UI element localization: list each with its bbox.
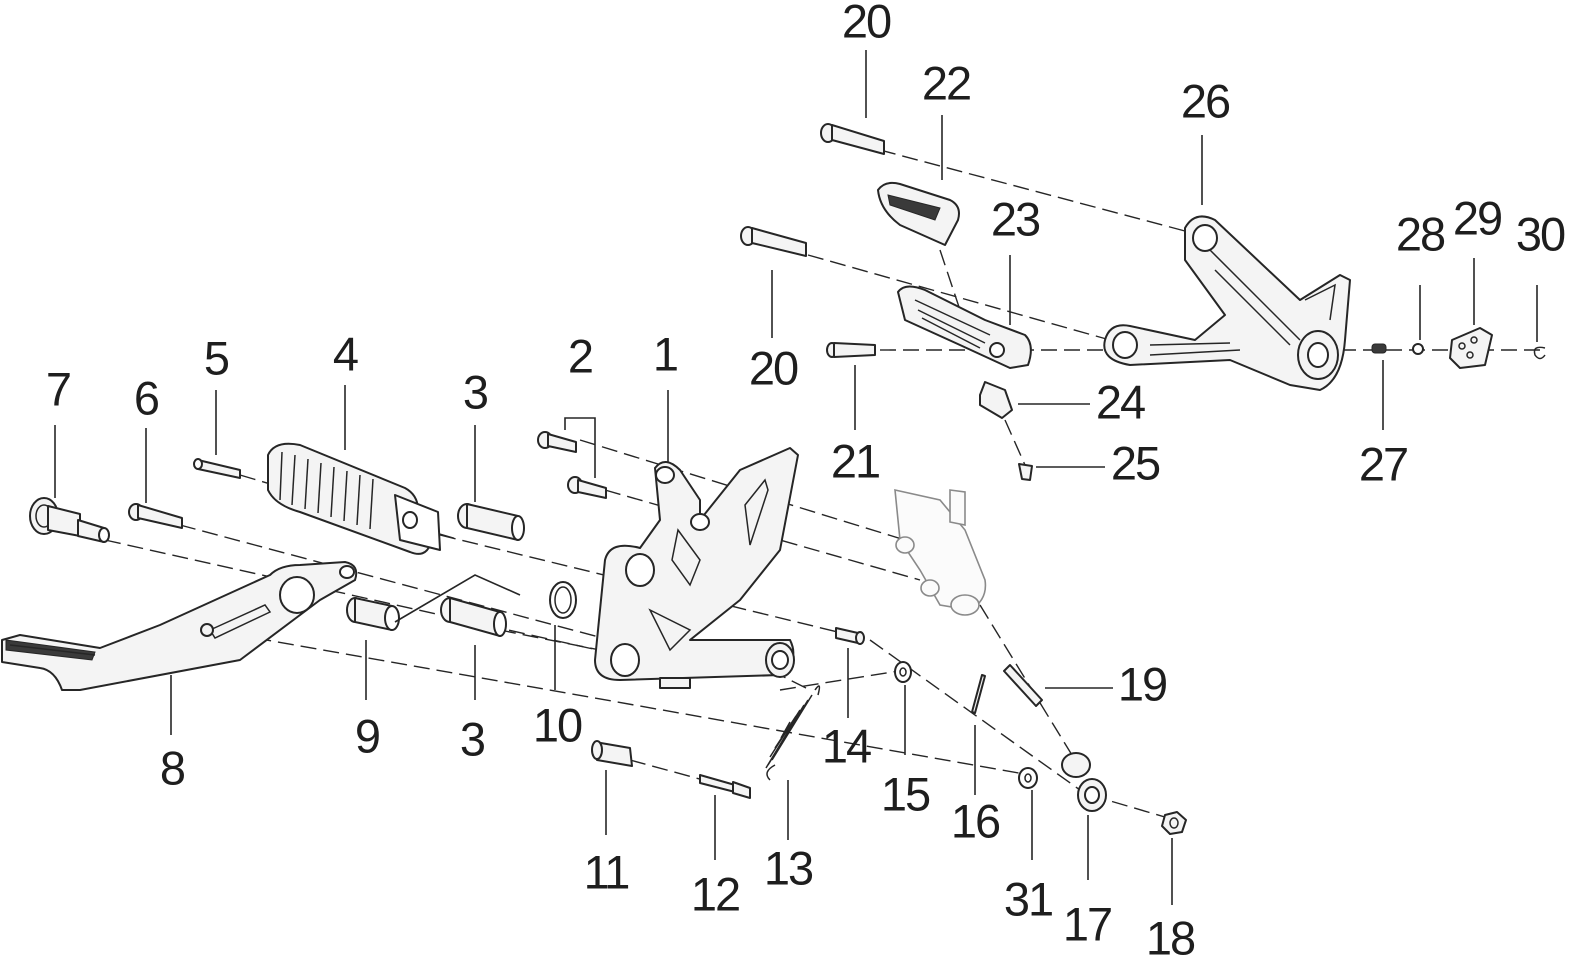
callout-11: 11 (584, 845, 629, 898)
part-6-bolt (128, 503, 183, 529)
part-24-block (979, 381, 1013, 419)
part-16-cotter-pin (971, 674, 986, 714)
part-23-pillion-peg (897, 285, 1032, 369)
callout-13: 13 (764, 841, 813, 894)
part-15-washer (894, 661, 912, 683)
callout-3-lower: 3 (460, 712, 485, 765)
callout-9: 9 (355, 709, 379, 762)
callout-22: 22 (922, 56, 970, 109)
callout-30: 30 (1516, 207, 1565, 260)
callout-6: 6 (134, 371, 159, 424)
part-5-pin (193, 458, 241, 479)
callout-8: 8 (160, 741, 185, 794)
callout-12: 12 (691, 867, 739, 920)
part-8-lever (1, 561, 358, 691)
part-13-spring (765, 685, 821, 781)
callout-27: 27 (1359, 437, 1407, 490)
callout-23: 23 (991, 192, 1040, 245)
part-4-footpeg (267, 442, 441, 555)
part-7-bushing (29, 497, 110, 543)
assembly-axes (104, 149, 1545, 821)
callout-19: 19 (1118, 657, 1166, 710)
callout-14: 14 (822, 719, 871, 772)
part-29-plate (1449, 327, 1493, 369)
part-22-grip-pad (877, 181, 960, 246)
part-28-ball (1412, 343, 1424, 355)
part-3-spacer-lower (440, 597, 507, 637)
callout-5: 5 (204, 331, 229, 384)
master-cylinder-ghost (894, 488, 987, 616)
callout-1: 1 (653, 327, 677, 380)
part-21-pin (826, 342, 876, 358)
callout-25: 25 (1111, 436, 1160, 489)
part-27-spring (1371, 343, 1387, 354)
callout-10: 10 (533, 698, 582, 751)
callout-18: 18 (1146, 911, 1195, 964)
callout-15: 15 (881, 767, 930, 820)
part-20-bolt-mid (740, 226, 807, 257)
callout-16: 16 (951, 794, 1000, 847)
part-17-rod-end (1061, 752, 1107, 812)
callout-20-top: 20 (842, 0, 891, 47)
callout-26: 26 (1181, 74, 1230, 127)
callout-17: 17 (1063, 897, 1111, 950)
callout-2: 2 (568, 329, 592, 382)
part-26-pillion-bracket (1103, 215, 1351, 391)
part-3-spacer-upper (457, 503, 525, 541)
part-30-clip (1533, 346, 1546, 360)
callout-3-upper: 3 (463, 365, 488, 418)
part-14-adjuster (835, 627, 865, 645)
callout-numbers: 7 6 5 4 3 2 1 8 9 3 10 11 12 13 14 15 16… (46, 0, 1567, 964)
part-20-bolt-top (820, 123, 885, 155)
callout-29: 29 (1453, 191, 1501, 244)
leader-lines (54, 50, 1538, 905)
part-18-nut (1161, 811, 1187, 835)
callout-4: 4 (333, 327, 358, 380)
part-1-bracket (594, 447, 799, 689)
part-11-collar (591, 740, 633, 767)
part-12-stud (699, 774, 751, 799)
footpeg-grip-ridges (279, 451, 374, 530)
part-2-bolts (537, 431, 607, 499)
callout-31: 31 (1004, 872, 1052, 925)
callout-20-mid: 20 (749, 341, 798, 394)
callout-21: 21 (831, 434, 879, 487)
part-25-screw (1018, 463, 1033, 481)
callout-24: 24 (1096, 375, 1145, 428)
part-19-rod (1003, 664, 1043, 707)
part-31-washer (1018, 767, 1038, 789)
part-9-bushing (346, 574, 521, 631)
callout-7: 7 (46, 362, 70, 415)
part-10-oring (549, 581, 577, 619)
callout-28: 28 (1396, 207, 1445, 260)
